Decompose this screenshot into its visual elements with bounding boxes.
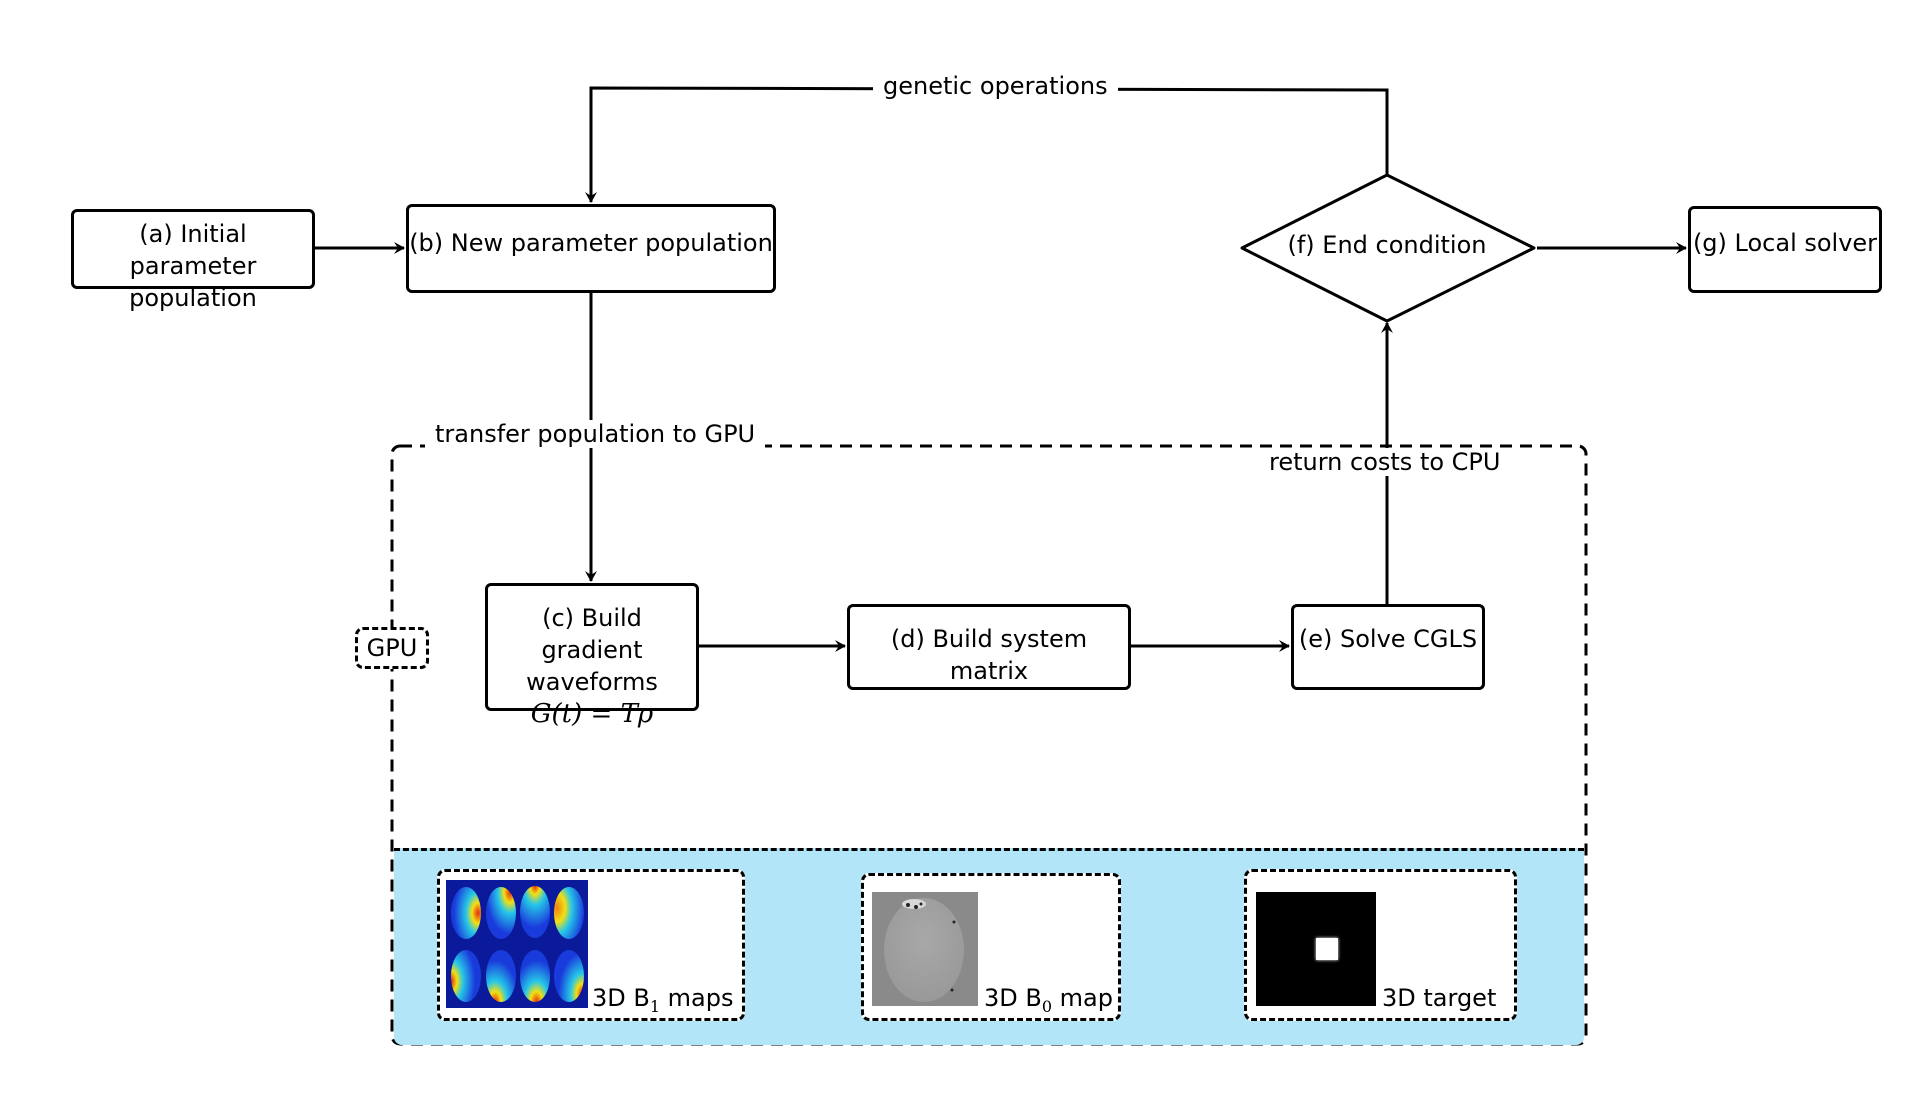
gpu-tag: GPU [355,627,429,669]
node-a-line1: (a) Initial parameter [129,220,257,280]
target-region [1316,938,1338,960]
label-transfer-to-gpu: transfer population to GPU [425,420,766,448]
gpu-region-border [390,444,1588,1046]
label-genetic-operations: genetic operations [873,72,1118,100]
node-e-solve-cgls: (e) Solve CGLS [1291,604,1485,690]
input-card-b1-maps: 3D B1 maps [437,869,745,1021]
node-a-line2: population [129,284,257,312]
input-card-b0-map: 3D B0 map [861,873,1121,1021]
b0-map-caption: 3D B0 map [984,984,1113,1016]
target-thumbnail [1256,892,1376,1006]
node-c-line1: (c) Build gradient [541,604,643,664]
node-c-build-gradient: (c) Build gradient waveforms G(t) = Tρ [485,583,699,729]
b1-maps-caption: 3D B1 maps [592,984,734,1016]
node-g-label: (g) Local solver [1692,229,1878,257]
node-c-formula: G(t) = Tρ [530,699,654,729]
input-card-target: 3D target [1244,869,1517,1021]
node-f-diamond [1240,173,1536,323]
node-c-line2: waveforms [526,668,658,696]
node-g-local-solver: (g) Local solver [1688,206,1882,293]
node-b-label: (b) New parameter population [409,229,773,257]
node-a-initial-population: (a) Initial parameter population [71,209,315,312]
node-f-label: (f) End condition [1287,231,1487,259]
label-return-to-cpu: return costs to CPU [1259,448,1511,476]
node-b-new-population: (b) New parameter population [406,204,776,293]
node-e-label: (e) Solve CGLS [1298,625,1478,653]
gpu-tag-label: GPU [366,634,418,662]
edge-f-b-genetic [585,86,1389,203]
b1-maps-image [451,886,584,1002]
target-caption: 3D target [1382,984,1497,1012]
b0-map-image [884,898,964,1002]
b1-maps-thumbnail [446,880,588,1008]
node-d-label: (d) Build system matrix [890,625,1088,685]
node-d-build-system-matrix: (d) Build system matrix [847,604,1131,690]
b0-map-thumbnail [872,892,978,1006]
